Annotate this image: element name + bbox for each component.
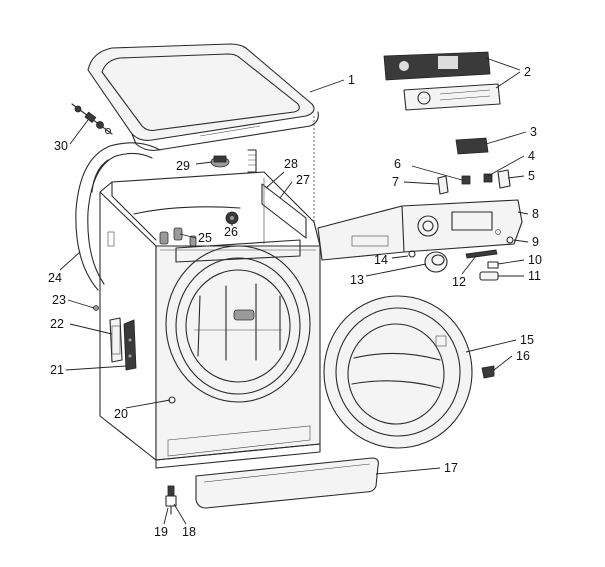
part-button-10 [487,261,499,269]
callout-4: 4 [528,149,535,163]
callout-labels: 1 2 3 4 5 6 7 8 9 10 11 12 13 14 15 16 1… [48,65,542,539]
callout-23: 23 [52,293,66,307]
part-control-panel-8 [317,199,523,261]
door-opening [165,245,311,403]
part-hose-clamp [71,103,113,135]
callout-2: 2 [524,65,531,79]
part-mount-29 [210,149,257,173]
part-door-15 [323,295,473,449]
callout-18: 18 [182,525,196,539]
part-top-lid [87,43,319,151]
callout-10: 10 [528,253,542,267]
callout-5: 5 [528,169,535,183]
part-hinge-22 [109,317,123,363]
part-door-lock-21 [123,319,137,371]
callout-1: 1 [348,73,355,87]
callout-27: 27 [296,173,310,187]
callout-3: 3 [530,125,537,139]
callout-30: 30 [54,139,68,153]
part-buttons-4-6 [461,173,493,185]
leader-lines [59,57,529,525]
part-gasket-24 [75,142,161,291]
callout-8: 8 [532,207,539,221]
callout-12: 12 [452,275,466,289]
part-foot-18-19 [165,485,177,515]
part-lightpipe-12 [465,249,498,259]
part-knob-13 [424,251,448,273]
part-bracket-25 [159,227,197,247]
callout-26: 26 [224,225,238,239]
callout-11: 11 [528,269,541,283]
callout-20: 20 [114,407,128,421]
callout-28: 28 [284,157,298,171]
callout-17: 17 [444,461,458,475]
callout-19: 19 [154,525,168,539]
callout-13: 13 [350,273,364,287]
part-control-board-2 [383,51,501,111]
part-led-9 [506,236,514,244]
cabinet-body [99,116,321,469]
callout-9: 9 [532,235,539,249]
callout-16: 16 [516,349,530,363]
part-switch-5-7 [437,169,511,195]
callout-29: 29 [176,159,190,173]
callout-15: 15 [520,333,534,347]
part-display-3 [455,137,489,155]
callout-14: 14 [374,253,388,267]
part-hinge-16 [481,365,495,379]
callout-7: 7 [392,175,399,189]
callout-6: 6 [394,157,401,171]
part-kickplate-17 [195,457,379,509]
part-spring-14 [408,250,416,258]
part-screw-23 [93,305,99,311]
part-bearing-26 [225,211,239,225]
callout-22: 22 [50,317,64,331]
callout-24: 24 [48,271,62,285]
callout-25: 25 [198,231,212,245]
part-button-11 [479,271,499,281]
callout-21: 21 [50,363,64,377]
